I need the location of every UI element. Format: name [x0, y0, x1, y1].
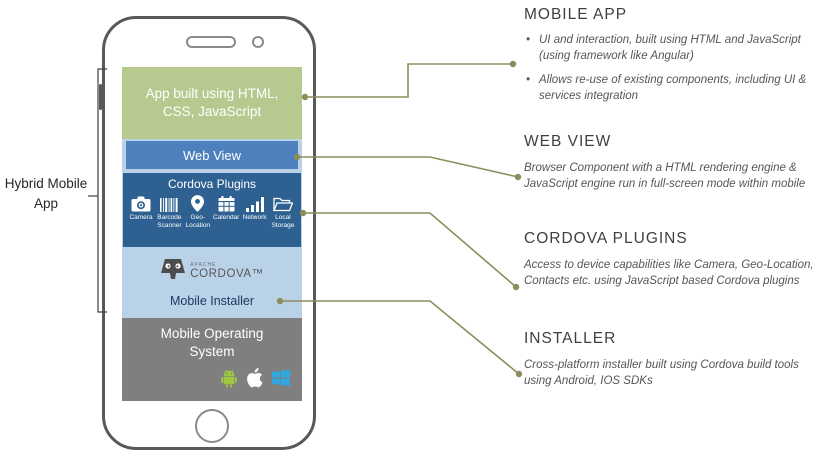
annotation-body: Cross-platform installer built using Cor… — [524, 359, 799, 388]
plugins-title: Cordova Plugins — [167, 177, 257, 191]
connector-cordova-plugins — [303, 212, 517, 288]
mobile-installer-label: Mobile Installer — [169, 294, 255, 308]
cordova-brand-label: CORDOVA™ — [190, 268, 264, 281]
connector-dot — [512, 283, 520, 291]
plugin-local-storage: Local Storage — [269, 195, 297, 230]
calendar-icon — [218, 195, 235, 212]
phone-side-button — [99, 84, 102, 110]
apache-label: APACHE — [190, 262, 217, 269]
plugin-label: Network — [242, 214, 267, 221]
plugin-network: Network — [241, 195, 269, 230]
barcode-icon — [160, 195, 178, 212]
connector-web-view — [297, 156, 519, 178]
bullet-item: UI and interaction, built using HTML and… — [524, 32, 816, 65]
plugin-label: Geo-Location — [185, 214, 211, 229]
hybrid-mobile-app-label: Hybrid Mobile App — [4, 176, 88, 212]
connector-dot — [515, 370, 523, 378]
connector-mobile-app — [305, 63, 513, 98]
phone-speaker — [186, 36, 236, 48]
annotation-installer: INSTALLER Cross-platform installer built… — [524, 330, 816, 390]
camera-icon — [131, 195, 151, 212]
annotation-title: WEB VIEW — [524, 133, 612, 150]
plugin-label: Calendar — [212, 214, 240, 221]
app-layer: App built using HTML, CSS, JavaScript — [122, 67, 302, 139]
cordova-wordmark: APACHE CORDOVA™ — [190, 263, 264, 281]
app-layer-label: App built using HTML, CSS, JavaScript — [145, 85, 279, 119]
android-icon — [221, 369, 237, 393]
cordova-plugins-layer: Cordova Plugins Camera — [123, 173, 301, 247]
cordova-installer-layer: APACHE CORDOVA™ Mobile Installer — [122, 247, 302, 318]
annotation-title: CORDOVA PLUGINS — [524, 230, 688, 247]
signal-bars-icon — [245, 195, 264, 212]
bullet-item: Allows re-use of existing components, in… — [524, 72, 816, 105]
apple-icon — [246, 368, 263, 393]
os-icons-row — [122, 368, 302, 393]
plugin-label: Barcode Scanner — [157, 214, 182, 229]
annotation-body: Access to device capabilities like Camer… — [524, 259, 814, 288]
annotation-body: Browser Component with a HTML rendering … — [524, 162, 806, 191]
phone-home-button — [195, 409, 229, 443]
annotation-web-view: WEB VIEW Browser Component with a HTML r… — [524, 133, 816, 193]
cordova-robot-icon — [160, 257, 186, 287]
connector-dot — [514, 173, 522, 181]
annotation-title: MOBILE APP — [524, 6, 628, 23]
mobile-os-layer: Mobile Operating System — [122, 318, 302, 401]
os-label: Mobile Operating System — [160, 326, 264, 360]
annotation-bullets: UI and interaction, built using HTML and… — [524, 32, 816, 104]
cordova-logo: APACHE CORDOVA™ — [160, 257, 264, 287]
webview-layer: Web View — [126, 141, 298, 169]
plugins-icon-row: Camera — [123, 195, 301, 230]
windows-icon — [272, 370, 290, 391]
plugin-label: Camera — [129, 214, 153, 221]
location-pin-icon — [191, 195, 205, 212]
webview-label: Web View — [182, 147, 242, 163]
folder-icon — [272, 195, 293, 212]
phone-screen: App built using HTML, CSS, JavaScript We… — [122, 67, 302, 401]
plugin-geo-location: Geo-Location — [184, 195, 212, 230]
plugin-label: Local Storage — [271, 214, 295, 229]
plugin-camera: Camera — [127, 195, 155, 230]
annotation-title: INSTALLER — [524, 330, 617, 347]
annotation-mobile-app: MOBILE APP UI and interaction, built usi… — [524, 6, 816, 111]
plugin-barcode-scanner: Barcode Scanner — [155, 195, 183, 230]
phone-camera-dot — [252, 36, 264, 48]
annotation-cordova-plugins: CORDOVA PLUGINS Access to device capabil… — [524, 230, 816, 290]
connector-dot — [509, 60, 517, 68]
plugin-calendar: Calendar — [212, 195, 240, 230]
